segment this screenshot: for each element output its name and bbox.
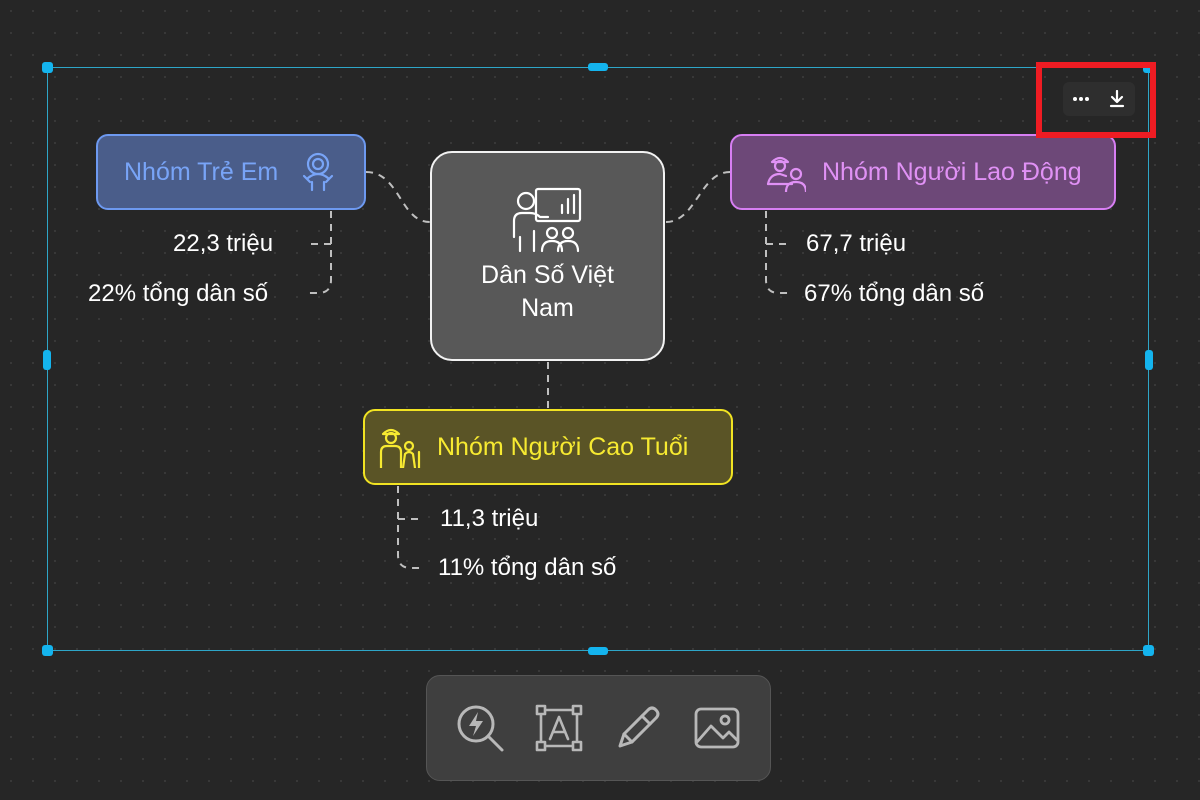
center-node-label: Dân Số Việt Nam: [481, 261, 614, 322]
stat-value: 22,3 triệu: [173, 230, 274, 257]
pen-icon[interactable]: [608, 698, 668, 758]
elderly-family-icon: [379, 426, 423, 468]
worker-icon: [766, 152, 806, 192]
stat-percentage: 67% tổng dân số: [804, 280, 985, 307]
text-box-icon[interactable]: [529, 698, 589, 758]
download-icon[interactable]: [1103, 85, 1131, 113]
stat-percentage: 22% tổng dân số: [88, 280, 269, 307]
frame-toolbar: [1063, 82, 1135, 116]
stat-value: 11,3 triệu: [440, 505, 539, 532]
more-horizontal-icon[interactable]: [1067, 85, 1095, 113]
highlight-box: [1036, 62, 1156, 138]
group-node-label: Nhóm Trẻ Em: [124, 157, 279, 186]
resize-handle-bottom[interactable]: [588, 647, 608, 655]
child-icon: [300, 152, 336, 192]
resize-handle-right[interactable]: [1145, 350, 1153, 370]
center-node[interactable]: Dân Số Việt Nam: [430, 151, 665, 361]
group-node-label: Nhóm Người Cao Tuổi: [437, 432, 689, 461]
resize-handle-left[interactable]: [43, 350, 51, 370]
group-node-label: Nhóm Người Lao Động: [822, 157, 1082, 186]
resize-handle-bottom-right[interactable]: [1143, 645, 1154, 656]
stat-percentage: 11% tổng dân số: [438, 554, 617, 581]
group-node-workers[interactable]: Nhóm Người Lao Động: [730, 134, 1116, 210]
ai-zoom-lightning-icon[interactable]: [450, 698, 510, 758]
bottom-toolbar: [426, 675, 771, 781]
image-icon[interactable]: [687, 698, 747, 758]
group-node-elderly[interactable]: Nhóm Người Cao Tuổi: [363, 409, 733, 485]
group-node-children[interactable]: Nhóm Trẻ Em: [96, 134, 366, 210]
resize-handle-top-left[interactable]: [42, 62, 53, 73]
presentation-audience-icon: [512, 187, 584, 253]
resize-handle-top[interactable]: [588, 63, 608, 71]
resize-handle-bottom-left[interactable]: [42, 645, 53, 656]
stat-value: 67,7 triệu: [806, 230, 907, 257]
